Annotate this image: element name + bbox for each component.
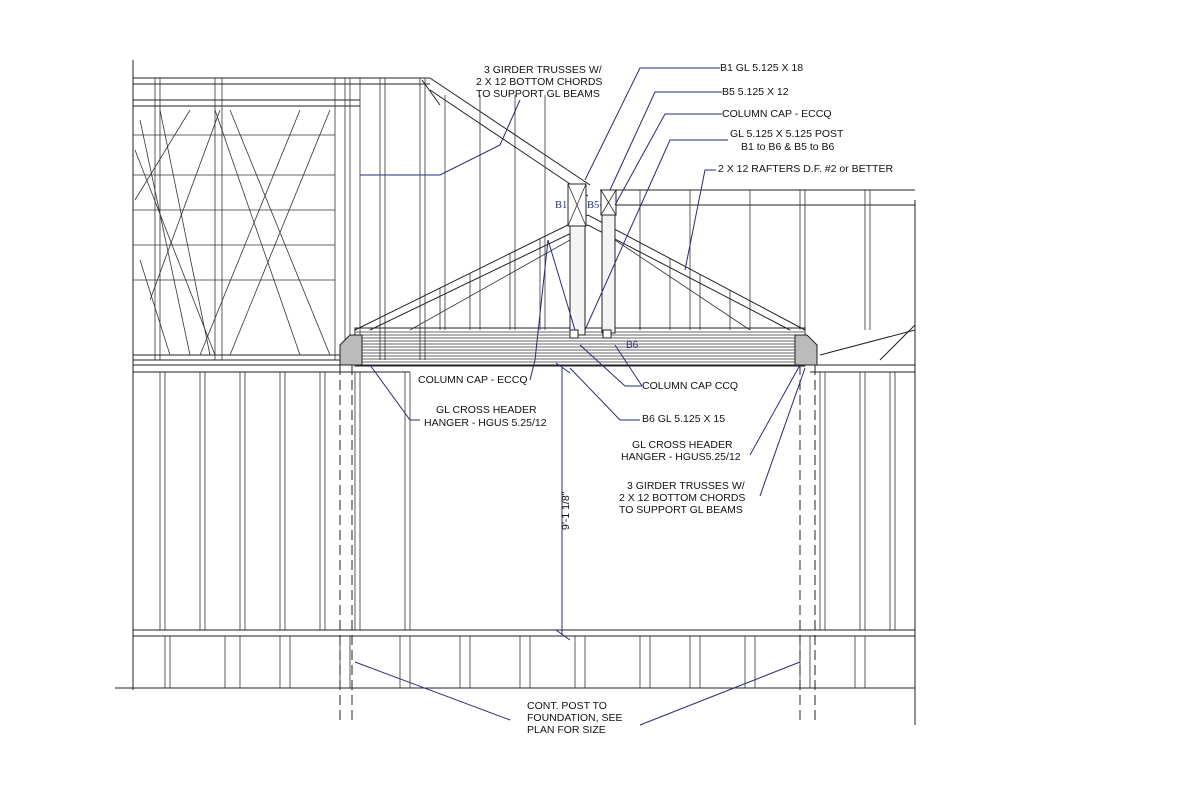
label-hanger-left: GL CROSS HEADER HANGER - HGUS 5.25/12 (424, 404, 547, 429)
leader-line (614, 344, 643, 387)
framing-line (429, 77, 591, 186)
svg-text:FOUNDATION, SEE: FOUNDATION, SEE (527, 712, 622, 724)
framing-line (214, 109, 301, 356)
truss-web (409, 239, 571, 331)
svg-text:HANGER - HGUS 5.25/12: HANGER - HGUS 5.25/12 (424, 417, 547, 429)
label-column-cap-left: COLUMN CAP - ECCQ (418, 374, 528, 386)
label-hanger-right: GL CROSS HEADER HANGER - HGUS5.25/12 (621, 439, 741, 463)
hanger-left (339, 334, 363, 366)
svg-text:2 X 12 BOTTOM CHORDS: 2 X 12 BOTTOM CHORDS (619, 492, 745, 504)
leader-line (354, 661, 511, 721)
svg-text:TO SUPPORT GL BEAMS: TO SUPPORT GL BEAMS (619, 504, 743, 516)
leader-line (614, 113, 722, 206)
label-b5: B5 5.125 X 12 (722, 86, 789, 98)
svg-text:GL CROSS HEADER: GL CROSS HEADER (436, 404, 537, 416)
svg-text:HANGER - HGUS5.25/12: HANGER - HGUS5.25/12 (621, 451, 741, 463)
leader-line (555, 629, 571, 641)
column-cap (602, 329, 612, 339)
tag-b5: B5 (587, 200, 599, 211)
leader-line (360, 99, 521, 176)
post-b1-b6 (569, 224, 586, 336)
truss-web (614, 239, 751, 331)
leader-lines (354, 67, 806, 726)
framing-line (134, 109, 191, 201)
label-b1: B1 GL 5.125 X 18 (720, 62, 803, 74)
framing-line (139, 259, 171, 356)
framing-line (421, 79, 441, 106)
label-girder-top: 3 GIRDER TRUSSES W/ 2 X 12 BOTTOM CHORDS… (476, 64, 602, 100)
leader-line (529, 239, 576, 381)
label-column-cap-top: COLUMN CAP - ECCQ (722, 108, 832, 120)
column-cap (569, 329, 579, 339)
svg-text:CONT. POST TO: CONT. POST TO (527, 700, 607, 712)
svg-text:B1 to B6 & B5 to B6: B1 to B6 & B5 to B6 (741, 141, 835, 153)
post-b5-b6 (601, 214, 616, 334)
framing-line (199, 109, 301, 356)
leader-line (749, 364, 801, 456)
framing-line (429, 89, 589, 197)
leader-line (584, 67, 720, 181)
roof-edge (879, 324, 916, 361)
svg-text:PLAN FOR SIZE: PLAN FOR SIZE (527, 724, 606, 736)
framing-line (229, 109, 331, 356)
svg-text:GL CROSS HEADER: GL CROSS HEADER (632, 439, 733, 451)
label-cont-post: CONT. POST TO FOUNDATION, SEE PLAN FOR S… (527, 700, 622, 736)
framing-line (139, 119, 191, 356)
svg-text:3 GIRDER TRUSSES W/: 3 GIRDER TRUSSES W/ (484, 64, 602, 76)
svg-text:3 GIRDER TRUSSES W/: 3 GIRDER TRUSSES W/ (627, 480, 745, 492)
hanger-right (794, 334, 818, 366)
framing-lines (115, 60, 916, 725)
leader-line (609, 91, 722, 191)
svg-text:2 X 12 BOTTOM CHORDS: 2 X 12 BOTTOM CHORDS (476, 76, 602, 88)
framing-line (567, 183, 587, 227)
framing-line (134, 149, 216, 356)
leader-line (584, 139, 728, 331)
tag-b6: B6 (626, 340, 639, 351)
label-b6: B6 GL 5.125 X 15 (642, 413, 725, 425)
leader-line (369, 364, 420, 421)
leader-line (569, 367, 640, 421)
truss-top-chord (354, 214, 806, 331)
svg-text:TO SUPPORT GL BEAMS: TO SUPPORT GL BEAMS (476, 88, 600, 100)
framing-line (600, 189, 617, 216)
leader-line (684, 169, 716, 271)
label-rafters: 2 X 12 RAFTERS D.F. #2 or BETTER (718, 163, 893, 175)
dimension-height: 9'-1 1/8" (560, 491, 572, 530)
leader-line (579, 344, 642, 387)
svg-text:GL 5.125 X 5.125 POST: GL 5.125 X 5.125 POST (730, 128, 844, 140)
label-girder-right: 3 GIRDER TRUSSES W/ 2 X 12 BOTTOM CHORDS… (619, 480, 745, 516)
label-post: GL 5.125 X 5.125 POST B1 to B6 & B5 to B… (730, 128, 844, 153)
tag-b1: B1 (555, 200, 567, 211)
truss-top-chord-inner (369, 224, 791, 331)
leader-line (639, 661, 801, 726)
framing-line (159, 109, 211, 356)
leader-line (555, 362, 571, 374)
label-column-cap-ccq: COLUMN CAP CCQ (642, 380, 738, 392)
leader-line (759, 367, 806, 497)
framing-line (149, 109, 221, 301)
roof-edge (819, 329, 916, 356)
